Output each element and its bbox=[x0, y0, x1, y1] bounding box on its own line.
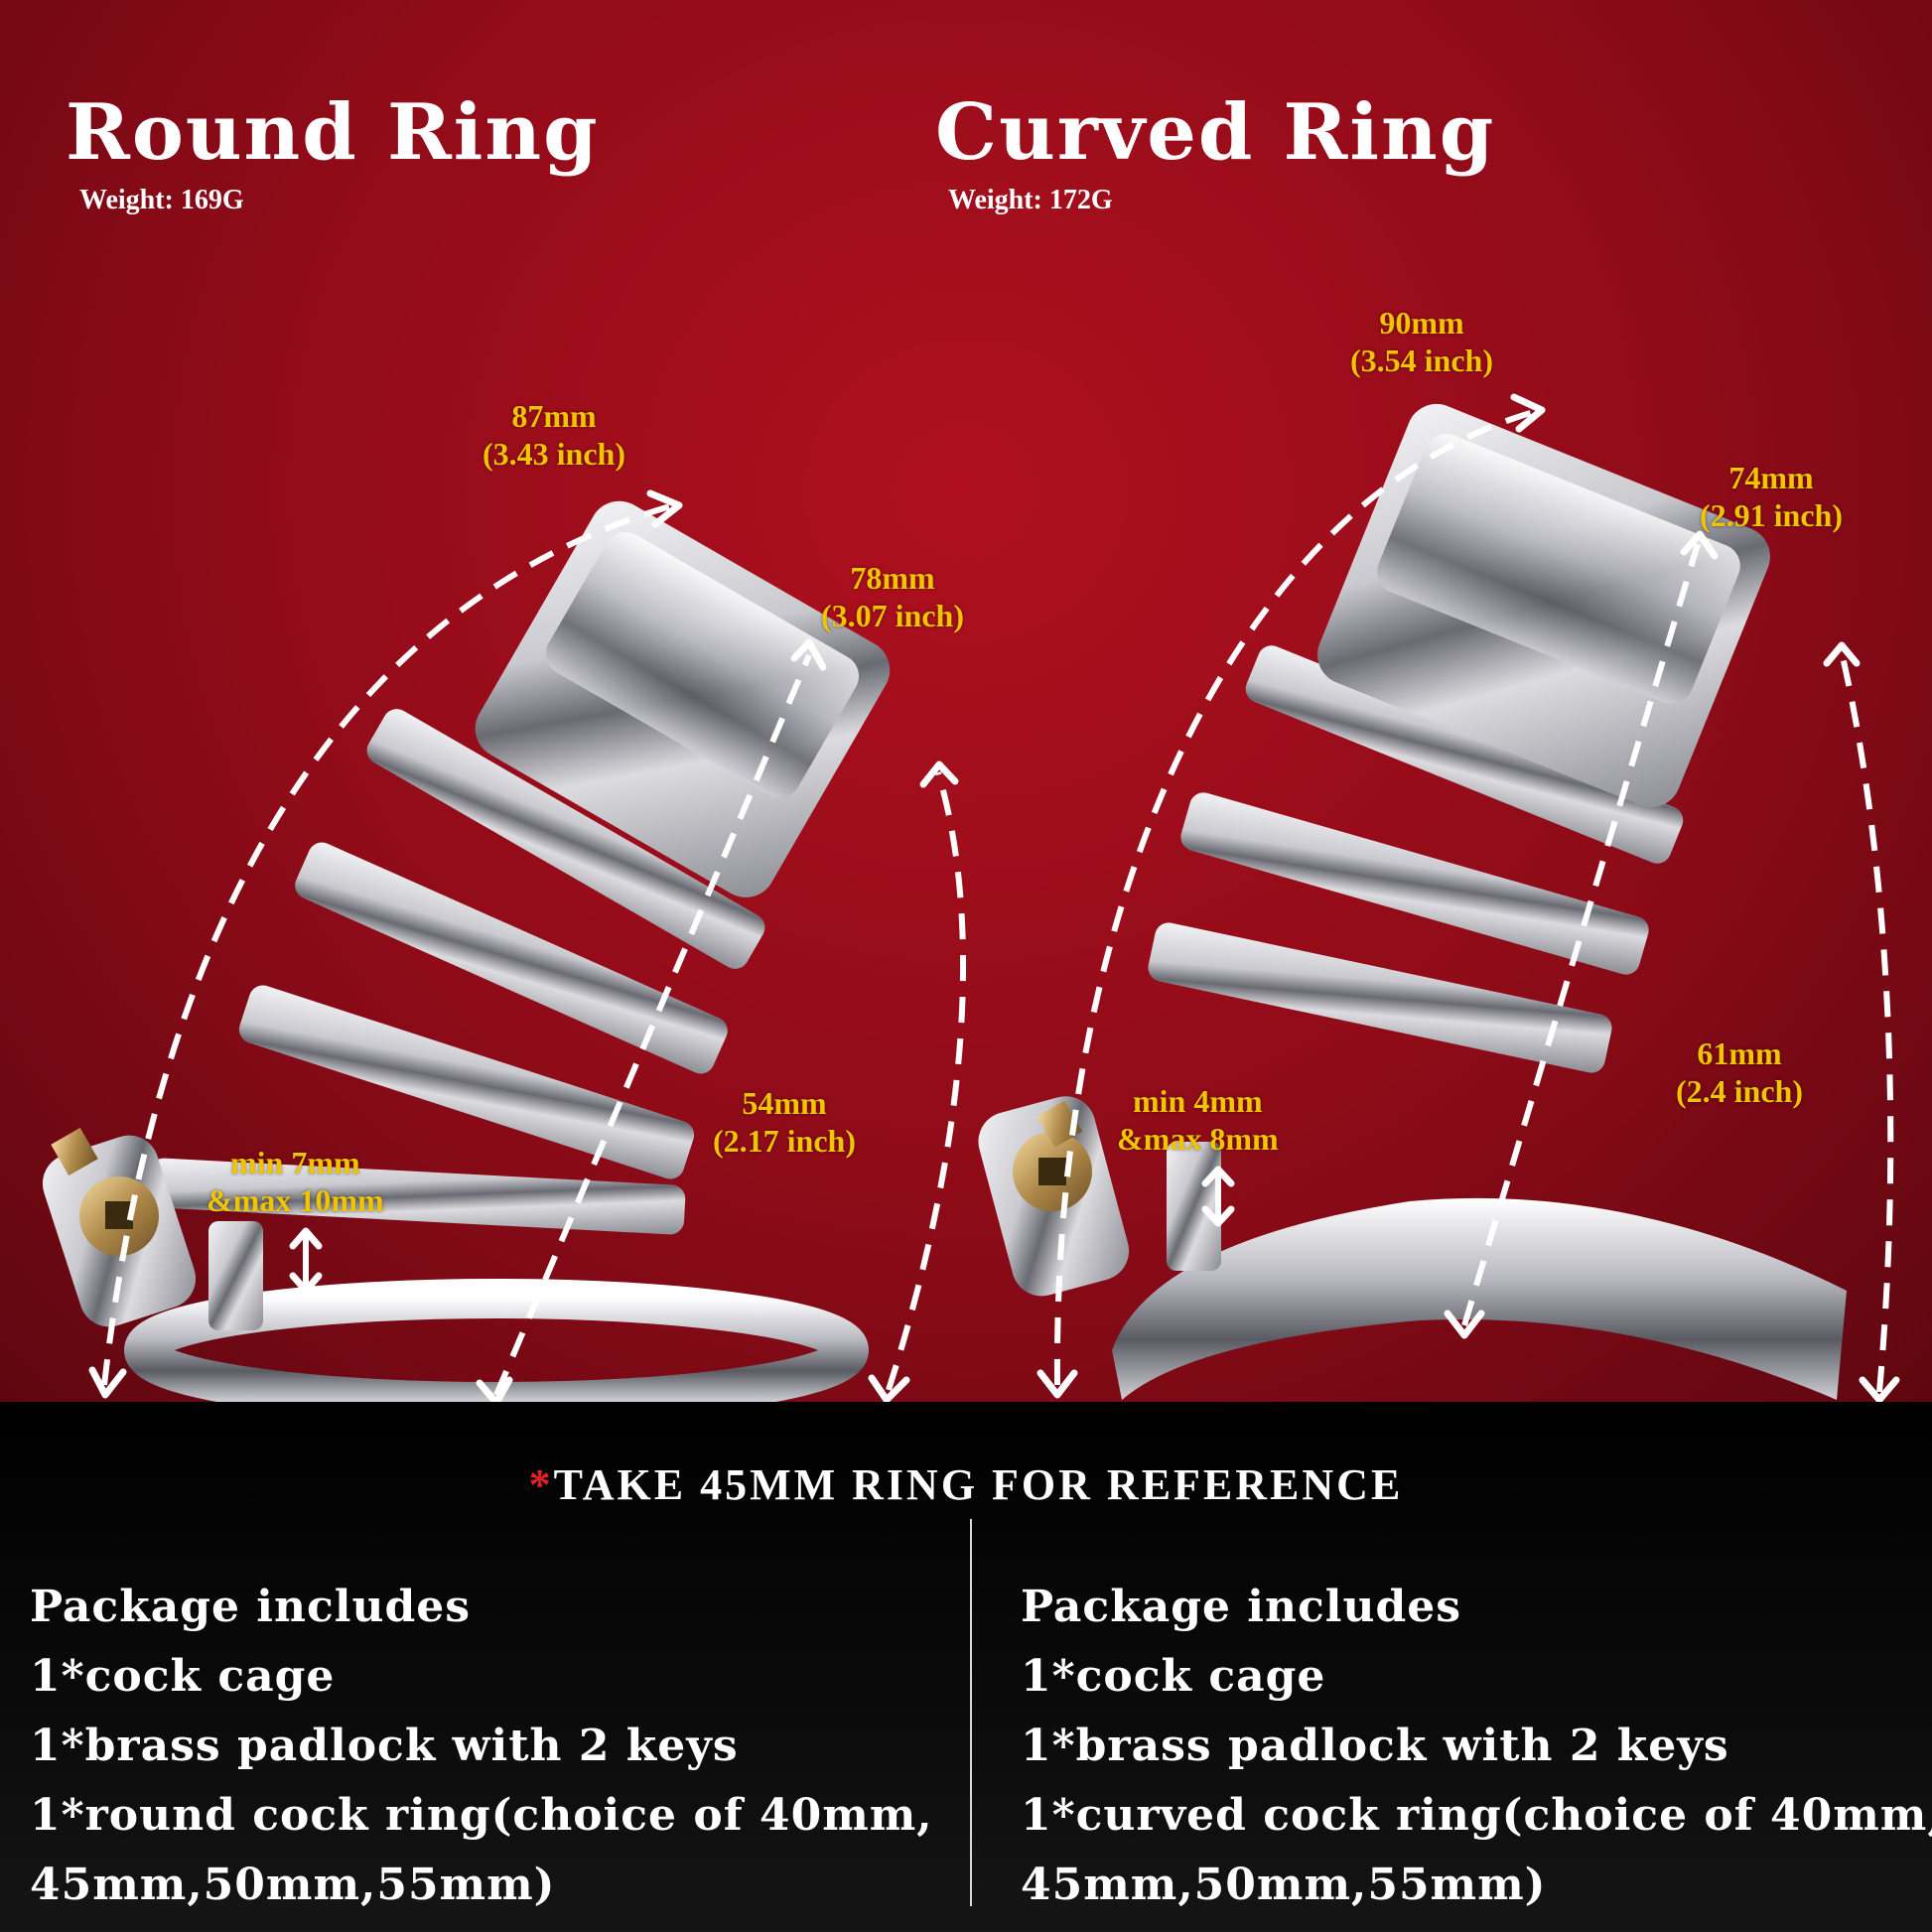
bar-1 bbox=[1148, 922, 1612, 1073]
reference-text: TAKE 45MM RING FOR REFERENCE bbox=[553, 1460, 1404, 1509]
round-arc-dimension: 87mm(3.43 inch) bbox=[483, 398, 625, 472]
arrow-heads bbox=[88, 393, 1900, 1402]
cage-cap bbox=[475, 500, 891, 897]
cap-arrow-right bbox=[1461, 543, 1701, 1326]
bar-4 bbox=[366, 709, 765, 969]
reference-star: * bbox=[528, 1460, 554, 1509]
column-divider bbox=[970, 1519, 972, 1906]
round-package-list: Package includes 1*cock cage 1*brass pad… bbox=[30, 1573, 933, 1920]
reference-note: *TAKE 45MM RING FOR REFERENCE bbox=[0, 1459, 1932, 1510]
cap-arrow-left bbox=[493, 653, 812, 1397]
bar-3 bbox=[295, 842, 728, 1074]
curved-gap-dimension: min 4mm&max 8mm bbox=[1117, 1083, 1279, 1157]
round-front-dimension: 54mm(2.17 inch) bbox=[713, 1085, 856, 1159]
curved-ring-weight: Weight: 172G bbox=[948, 185, 1113, 215]
bar-3 bbox=[1245, 645, 1684, 864]
round-ring-title: Round Ring bbox=[66, 87, 600, 178]
package-item: 1*brass padlock with 2 keys bbox=[1021, 1721, 1729, 1771]
package-heading: Package includes bbox=[1021, 1582, 1462, 1632]
curved-base-ring bbox=[1112, 1197, 1847, 1400]
bar-1 bbox=[148, 1158, 686, 1235]
round-gap-dimension: min 7mm&max 10mm bbox=[207, 1145, 384, 1218]
gap-post bbox=[1167, 1142, 1221, 1271]
info-panel bbox=[0, 1402, 1932, 1932]
curved-arc-dimension: 90mm(3.54 inch) bbox=[1350, 305, 1493, 378]
dimension-arrows bbox=[101, 409, 1894, 1397]
front-arrow-left bbox=[886, 771, 967, 1391]
curved-ring-title: Curved Ring bbox=[935, 87, 1496, 178]
bar-2 bbox=[238, 985, 695, 1179]
round-cap-dimension: 78mm(3.07 inch) bbox=[821, 560, 964, 633]
package-item: 45mm,50mm,55mm) bbox=[30, 1860, 556, 1910]
curved-ring-cage bbox=[978, 403, 1847, 1400]
package-item: 1*curved cock ring(choice of 40mm, bbox=[1021, 1790, 1932, 1841]
cage-cap bbox=[1317, 403, 1770, 808]
arc-arrow-right bbox=[1053, 409, 1535, 1386]
package-item: 1*brass padlock with 2 keys bbox=[30, 1721, 739, 1771]
package-item: 1*cock cage bbox=[30, 1651, 336, 1702]
package-item: 1*round cock ring(choice of 40mm, bbox=[30, 1790, 933, 1841]
arc-arrow-left bbox=[101, 503, 671, 1386]
curved-cap-dimension: 74mm(2.91 inch) bbox=[1700, 460, 1843, 533]
product-illustration bbox=[42, 393, 1900, 1402]
curved-package-list: Package includes 1*cock cage 1*brass pad… bbox=[1021, 1573, 1932, 1920]
product-photo-area: Round Ring Weight: 169G Curved Ring Weig… bbox=[0, 0, 1932, 1402]
package-heading: Package includes bbox=[30, 1582, 472, 1632]
front-arrow-right bbox=[1839, 651, 1894, 1393]
package-item: 45mm,50mm,55mm) bbox=[1021, 1860, 1547, 1910]
round-ring-weight: Weight: 169G bbox=[79, 185, 244, 215]
curved-front-dimension: 61mm(2.4 inch) bbox=[1676, 1035, 1803, 1109]
gap-post bbox=[208, 1221, 263, 1330]
package-item: 1*cock cage bbox=[1021, 1651, 1326, 1702]
round-ring-cage bbox=[42, 500, 891, 1402]
bar-2 bbox=[1180, 792, 1649, 975]
round-base-ring bbox=[124, 1279, 869, 1402]
